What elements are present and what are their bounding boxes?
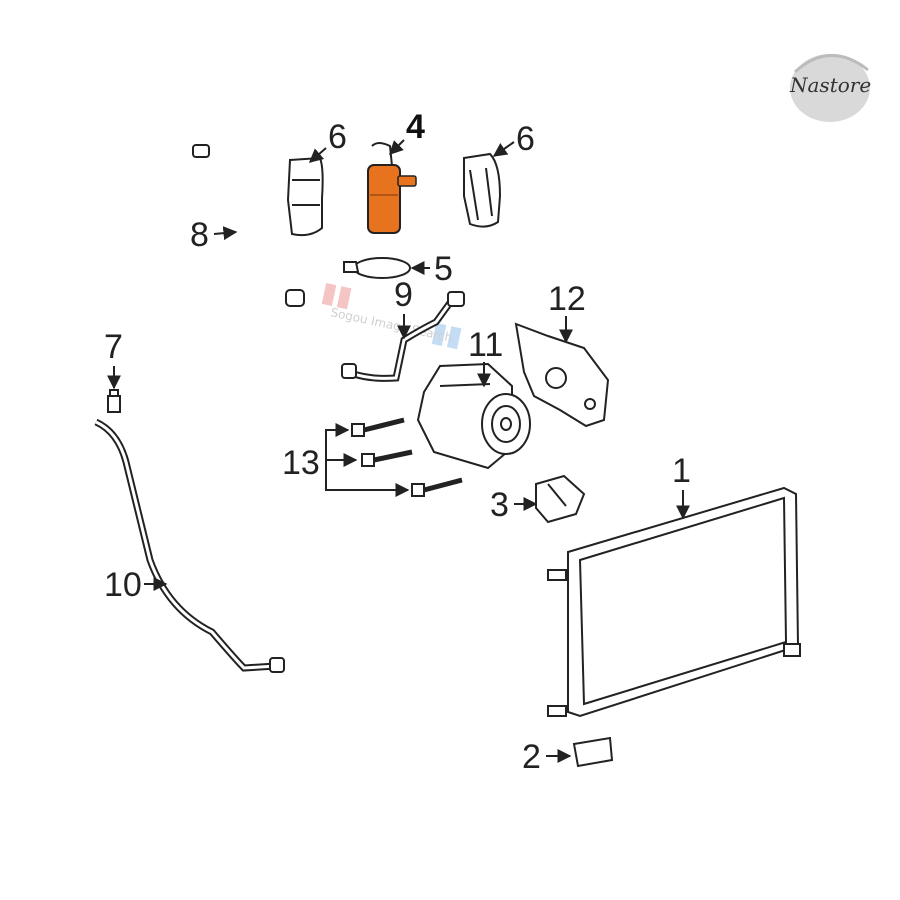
part-6-left-cover [286, 156, 324, 237]
part-1-condenser [547, 486, 801, 718]
callout-5: 5 [410, 250, 453, 288]
callout-11: 11 [468, 326, 503, 388]
callout-3: 3 [490, 486, 538, 524]
callout-4: 4 [389, 108, 425, 155]
callout-1-label: 1 [672, 452, 691, 490]
callout-10-label: 10 [104, 566, 142, 604]
callout-8: 8 [190, 216, 238, 254]
part-2-bracket [572, 736, 614, 768]
callout-2: 2 [522, 738, 572, 776]
svg-text:▮▮: ▮▮ [319, 275, 356, 314]
part-9-line [341, 291, 465, 382]
callout-13-label: 13 [282, 444, 320, 482]
callout-6-right: 6 [492, 120, 535, 158]
part-10-line [94, 418, 285, 673]
callout-9-label: 9 [394, 276, 413, 314]
callout-8-label: 8 [190, 216, 209, 254]
callout-3-label: 3 [490, 486, 509, 524]
part-8-hose [192, 144, 305, 307]
part-6-right-cover [463, 152, 502, 228]
callout-6-left: 6 [308, 118, 347, 163]
part-7-valve [107, 389, 121, 413]
part-11-compressor [416, 362, 531, 470]
callout-9: 9 [394, 276, 413, 340]
callout-7-label: 7 [104, 328, 123, 366]
callout-6b-label: 6 [516, 120, 535, 158]
callout-2-label: 2 [522, 738, 541, 776]
callout-1: 1 [672, 452, 691, 520]
callout-12: 12 [548, 280, 586, 344]
part-4-receiver-drier [367, 142, 417, 234]
part-13-bolts [351, 417, 463, 497]
callout-4-label: 4 [406, 108, 425, 146]
callout-10: 10 [104, 566, 168, 604]
part-5-bracket [343, 257, 411, 279]
callout-5-label: 5 [434, 250, 453, 288]
callout-12-label: 12 [548, 280, 586, 318]
logo-text: Nastore [789, 73, 871, 97]
callout-7: 7 [104, 328, 123, 390]
callout-13: 13 [282, 423, 410, 497]
callout-6a-label: 6 [328, 118, 347, 156]
part-12-bracket [514, 322, 610, 428]
brand-logo: Nastore [789, 54, 871, 122]
part-3-bracket [535, 474, 586, 524]
callout-11-label: 11 [468, 326, 503, 364]
